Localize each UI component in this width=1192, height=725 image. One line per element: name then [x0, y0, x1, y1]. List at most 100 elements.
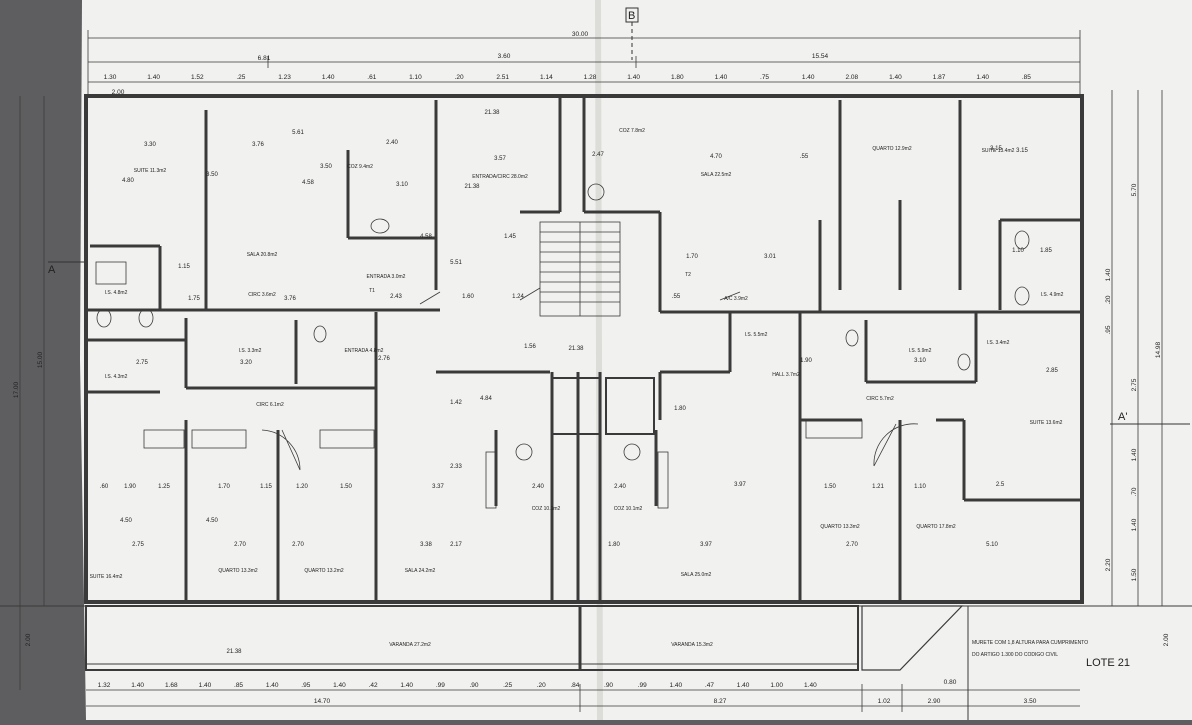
interior-dim: 3.15	[1016, 148, 1028, 154]
dim-bottom-total: 14.70	[314, 698, 331, 705]
interior-dim: 1.75	[188, 296, 200, 302]
level-mark: 21.38	[464, 184, 480, 190]
interior-dim: 1.60	[462, 294, 474, 300]
interior-dim: 3.57	[494, 156, 506, 162]
dim-bottom-total: 3.50	[1024, 698, 1037, 705]
interior-dim: 5.10	[986, 542, 998, 548]
interior-dim: 1.80	[674, 406, 686, 412]
room-label: I.S. 5.5m2	[745, 332, 768, 338]
room-label: ENTRADA 4.8m2	[345, 348, 384, 354]
interior-dim: 1.70	[686, 254, 698, 260]
room-label: ENTRADA 3.0m2	[367, 274, 406, 280]
interior-dim: 3.50	[320, 164, 332, 170]
dim-right: .70	[1131, 487, 1138, 496]
dim-right: 1.40	[1105, 268, 1112, 281]
interior-dim: 2.75	[136, 360, 148, 366]
dim-top-segment: 1.87	[933, 74, 946, 81]
interior-dim: 1.24	[512, 294, 524, 300]
room-label: I.S. 4.9m2	[1041, 292, 1064, 298]
room-label: CIRC 3.6m2	[248, 292, 276, 298]
dim-bottom-segment: 1.40	[669, 682, 682, 689]
interior-dim: 2.40	[614, 484, 626, 490]
dim-right: 2.00	[1163, 633, 1170, 646]
room-label: SUITE 11.3m2	[134, 168, 167, 174]
room-label: SUITE 13.4m2	[982, 148, 1015, 154]
interior-dim: 1.70	[218, 484, 230, 490]
room-label: COZ 10.1m2	[532, 506, 561, 512]
interior-dim: 4.80	[122, 178, 134, 184]
sanitary-fixtures	[95, 183, 1030, 509]
interior-dim: 3.15	[990, 146, 1002, 152]
dim-top-segment: .61	[367, 74, 376, 81]
room-label: VARANDA 27.2m2	[389, 642, 431, 648]
dim-bottom-segment: .42	[369, 682, 378, 689]
dim-top-segment: 1.28	[584, 74, 597, 81]
room-label: QUARTO 12.9m2	[872, 146, 911, 152]
dim-right: 14.98	[1155, 341, 1162, 358]
interior-dim: 1.85	[1040, 248, 1052, 254]
dim-bottom-segment: 1.40	[333, 682, 346, 689]
garden-planter	[861, 605, 964, 671]
room-label: SALA 20.8m2	[247, 252, 278, 258]
dim-top-segment: 1.40	[322, 74, 335, 81]
room-label: SALA 22.5m2	[701, 172, 732, 178]
dim-top-segment: 2.51	[496, 74, 509, 81]
lot-label: LOTE 21	[1086, 657, 1130, 669]
interior-dim: .60	[100, 484, 109, 490]
dim-right: 5.70	[1131, 183, 1138, 196]
interior-dim: 5.61	[292, 130, 304, 136]
dim-bottom-total: 8.27	[714, 698, 727, 705]
dim-top-segment: 1.80	[671, 74, 684, 81]
interior-dim: 5.51	[450, 260, 462, 266]
room-label: SALA 24.2m2	[405, 568, 436, 574]
dim-left: 2.00	[25, 633, 32, 646]
room-label: I.S. 5.9m2	[909, 348, 932, 354]
interior-dim: 2.40	[532, 484, 544, 490]
right-dims: 14.985.702.751.40.701.402.201.502.00.20.…	[1105, 183, 1170, 646]
dim-top-segment: .85	[1022, 74, 1031, 81]
dim-top-segment: 1.40	[715, 74, 728, 81]
dim-left-run: 6.81	[258, 55, 271, 62]
interior-dim: 1.45	[504, 234, 516, 240]
interior-dim: 3.76	[284, 296, 296, 302]
interior-dim: 4.84	[480, 396, 492, 402]
dim-top-segment: 1.30	[104, 74, 117, 81]
interior-dim: 1.80	[608, 542, 620, 548]
interior-dim: 3.97	[700, 542, 712, 548]
dim-top-segment: 1.40	[802, 74, 815, 81]
interior-dim: 3.76	[252, 142, 264, 148]
interior-dim: 3.37	[432, 484, 444, 490]
interior-dim: 2.70	[234, 542, 246, 548]
interior-dim: 3.10	[396, 182, 408, 188]
interior-walls	[88, 96, 1080, 600]
interior-dim: .55	[672, 294, 681, 300]
interior-dim: 1.50	[340, 484, 352, 490]
room-label: CIRC 5.7m2	[866, 396, 894, 402]
level-mark: 21.38	[484, 110, 500, 116]
dim-top-segment: 1.40	[889, 74, 902, 81]
dim-bottom-segment: 1.40	[131, 682, 144, 689]
dim-right: 1.50	[1131, 568, 1138, 581]
dim-bottom-segment: .47	[705, 682, 714, 689]
interior-dim: 2.76	[378, 356, 390, 362]
interior-dim: 1.90	[800, 358, 812, 364]
dim-right: .95	[1105, 325, 1112, 334]
room-label: CIRC 6.1m2	[256, 402, 284, 408]
interior-dim: 3.20	[240, 360, 252, 366]
dim-top-segment: 1.40	[147, 74, 160, 81]
dim-bottom-segment: 1.40	[804, 682, 817, 689]
dim-top-segment: 1.52	[191, 74, 204, 81]
room-label: VARANDA 15.3m2	[671, 642, 713, 648]
dim-bottom-segment: .99	[638, 682, 647, 689]
interior-dim: 4.58	[302, 180, 314, 186]
door-swings	[261, 287, 919, 471]
interior-dim: 1.15	[178, 264, 190, 270]
room-label: I.S. 4.3m2	[105, 374, 128, 380]
room-label: T2	[685, 272, 691, 278]
dim-bottom-total: 1.02	[878, 698, 891, 705]
interior-dim: 2.85	[1046, 368, 1058, 374]
